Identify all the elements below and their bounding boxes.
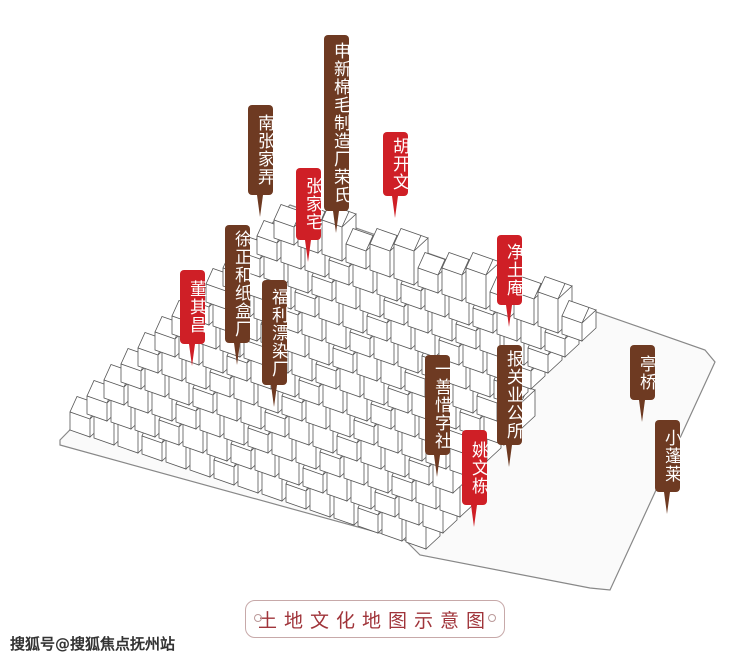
label-dongqichang[interactable]: 董其昌 <box>180 270 206 366</box>
label-zhangjiazhai[interactable]: 张家宅 <box>296 168 322 262</box>
label-fuli-dyeworks[interactable]: 福利漂染厂 <box>262 280 288 407</box>
label-xuzhenghe-factory[interactable]: 徐正和纸盒厂 <box>225 225 251 365</box>
label-hukaiwen[interactable]: 胡开文 <box>383 132 409 218</box>
map-caption: 土地文化地图示意图 <box>245 600 505 638</box>
label-yaowendong[interactable]: 姚文栋 <box>462 430 488 527</box>
ornament-dot <box>488 614 496 622</box>
house-blocks <box>69 204 597 550</box>
label-nanzhangjianong[interactable]: 南张家弄 <box>248 105 274 217</box>
label-tingqiao[interactable]: 亭桥 <box>630 345 656 422</box>
ornament-dot <box>254 614 262 622</box>
watermark: 搜狐号@搜狐焦点抚州站 <box>10 635 176 653</box>
label-baoguan-guild[interactable]: 报关业公所 <box>497 345 523 467</box>
label-jingtuan[interactable]: 净土庵 <box>497 235 523 327</box>
label-xiaopenglai[interactable]: 小蓬莱 <box>655 420 681 514</box>
caption-text: 土地文化地图示意图 <box>257 609 492 632</box>
label-shenxin-factory[interactable]: 申新棉毛制造厂荣氏 <box>324 35 350 233</box>
house <box>561 300 597 342</box>
label-yishan-society[interactable]: 一善惜字社 <box>425 355 451 477</box>
